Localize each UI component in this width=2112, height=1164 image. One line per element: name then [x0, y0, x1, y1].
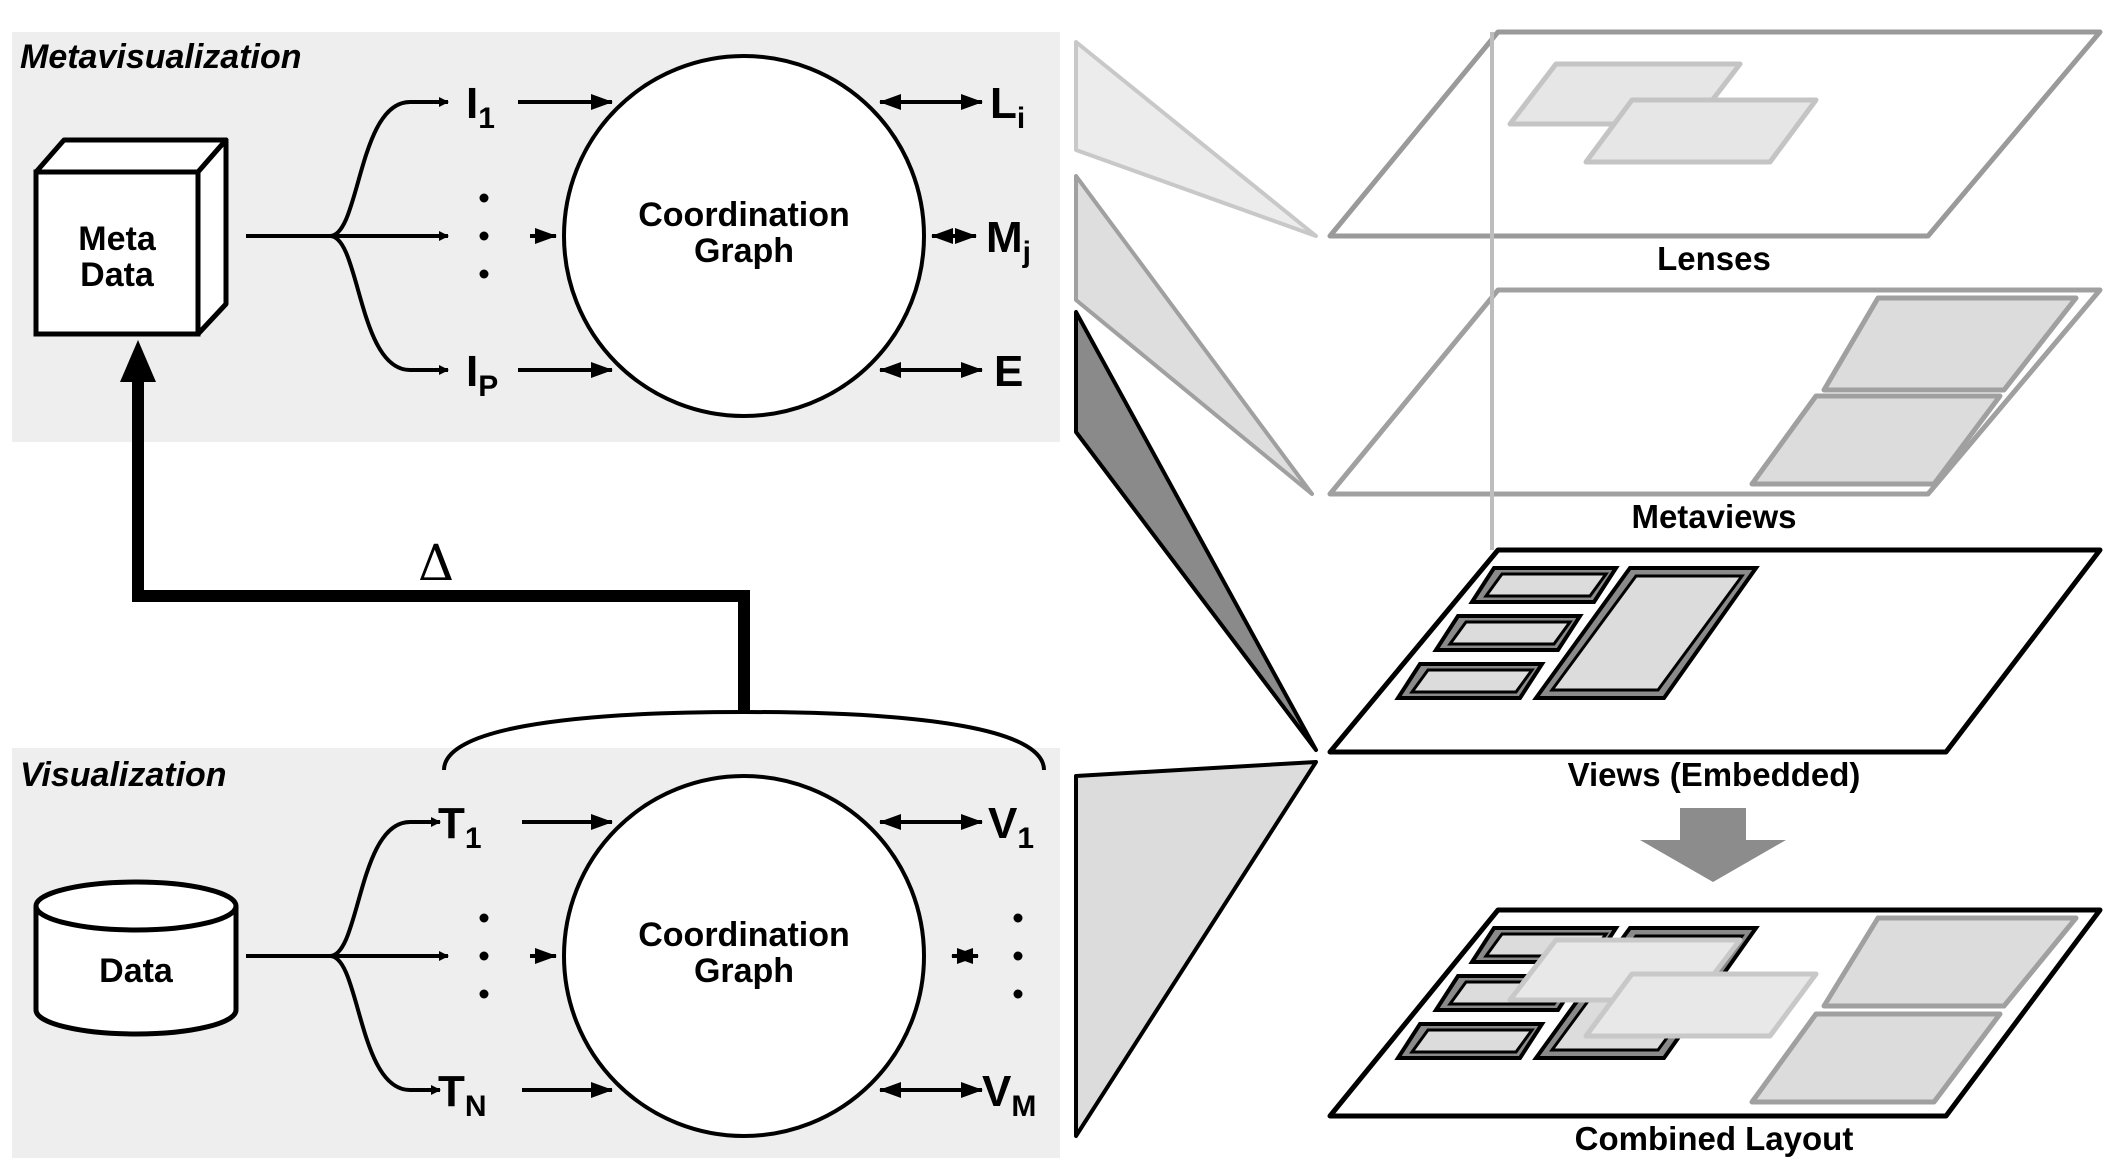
metavisualization-title: Metavisualization: [20, 38, 302, 76]
data-cylinder: Data: [33, 879, 239, 1037]
metaviews-label: Metaviews: [1631, 498, 1796, 535]
views-label: Views (Embedded): [1568, 756, 1861, 793]
visualization-brace: [442, 709, 1046, 771]
metaview-wedge: [1074, 174, 1314, 496]
views-layer: [1327, 547, 2103, 755]
meta-input-i1: I1: [466, 79, 495, 135]
meta-data-cube: Meta Data: [33, 137, 229, 337]
meta-output-li: Li: [990, 79, 1025, 135]
svg-text:Graph: Graph: [694, 232, 794, 270]
vis-branch-lines: [246, 814, 983, 1098]
view-wedge: [1074, 310, 1318, 752]
meta-output-mj: Mj: [986, 213, 1031, 269]
meta-output-e: E: [994, 347, 1023, 396]
svg-text:Data: Data: [99, 952, 174, 990]
visualization-title: Visualization: [20, 756, 227, 794]
meta-input-dots: [479, 193, 489, 279]
svg-text:Coordination: Coordination: [638, 916, 850, 954]
vis-input-t1: T1: [438, 799, 482, 855]
svg-text:Graph: Graph: [694, 952, 794, 990]
svg-text:Coordination: Coordination: [638, 196, 850, 234]
meta-coordination-graph: Coordination Graph: [562, 54, 926, 418]
combined-layer: [1327, 907, 2103, 1119]
down-arrow: [1640, 808, 1786, 882]
feedback-arrow: [120, 340, 750, 710]
delta-symbol: Δ: [418, 534, 454, 592]
vis-output-vm: VM: [982, 1067, 1036, 1123]
combined-label: Combined Layout: [1575, 1120, 1854, 1157]
combined-wedge: [1074, 760, 1318, 1138]
vis-input-tn: TN: [438, 1067, 487, 1123]
vis-output-dots: [1013, 913, 1023, 999]
lenses-label: Lenses: [1657, 240, 1771, 277]
meta-data-label-line2: Data: [80, 256, 155, 294]
vis-output-v1: V1: [988, 799, 1034, 855]
lens-wedge: [1074, 40, 1318, 238]
lenses-layer: [1327, 29, 2103, 239]
meta-input-ip: IP: [466, 347, 498, 403]
vis-coordination-graph: Coordination Graph: [562, 774, 926, 1138]
metaviews-layer: [1327, 236, 2103, 550]
vis-input-dots: [479, 913, 489, 999]
meta-data-label-line1: Meta: [78, 220, 157, 258]
meta-branch-lines: [246, 94, 983, 378]
